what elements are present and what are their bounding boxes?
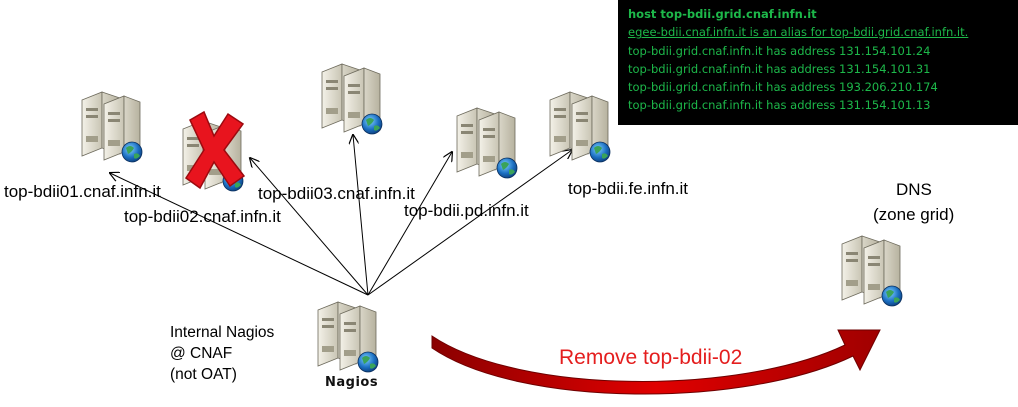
server-icon-top-bdii-fe	[549, 91, 611, 163]
nagios-caption-line: (not OAT)	[170, 366, 237, 383]
nagios-caption-line: Internal Nagios	[170, 324, 275, 341]
server-icon-dns	[841, 235, 903, 307]
server-icon-top-bdii01	[81, 91, 143, 163]
dns-command: host top-bdii.grid.cnaf.infn.it	[628, 7, 817, 21]
dns-alias-line: egee-bdii.cnaf.infn.it is an alias for t…	[628, 25, 969, 40]
dns-address-line: top-bdii.grid.cnaf.infn.it has address 1…	[628, 61, 931, 76]
arrow-to-top-bdii01	[110, 173, 369, 296]
arrow-to-top-bdii-fe	[367, 150, 572, 296]
server-label-top-bdii02: top-bdii02.cnaf.infn.it	[124, 207, 281, 226]
server-icon-top-bdii03	[321, 63, 383, 135]
removed-x-icon	[184, 110, 246, 190]
connection-arrows	[110, 135, 572, 296]
server-icon-top-bdii-pd	[456, 107, 518, 179]
dns-address-line: top-bdii.grid.cnaf.infn.it has address 1…	[628, 80, 938, 95]
dns-address-line: top-bdii.grid.cnaf.infn.it has address 1…	[628, 43, 931, 58]
dns-subtitle: (zone grid)	[873, 205, 955, 224]
server-label-top-bdii-pd: top-bdii.pd.infn.it	[404, 201, 529, 220]
nagios-caption: Internal Nagios @ CNAF (not OAT)	[170, 322, 274, 385]
arrow-to-top-bdii-pd	[367, 152, 452, 296]
dns-address-line: top-bdii.grid.cnaf.infn.it has address 1…	[628, 98, 931, 113]
nagios-caption-line: @ CNAF	[170, 345, 233, 362]
arrow-to-top-bdii03	[353, 135, 369, 296]
server-label-top-bdii03: top-bdii03.cnaf.infn.it	[258, 184, 415, 203]
server-label-top-bdii-fe: top-bdii.fe.infn.it	[568, 179, 689, 198]
nagios-logo: Nagios	[325, 375, 379, 390]
remove-action-arrow	[431, 329, 881, 395]
dns-query-output: host top-bdii.grid.cnaf.infn.it egee-bdi…	[618, 0, 1018, 125]
arrow-to-top-bdii02	[250, 158, 369, 296]
server-icon-nagios	[317, 301, 379, 373]
server-label-top-bdii01: top-bdii01.cnaf.infn.it	[4, 182, 161, 201]
dns-title: DNS	[896, 180, 932, 199]
remove-action-label: Remove top-bdii-02	[559, 346, 743, 369]
